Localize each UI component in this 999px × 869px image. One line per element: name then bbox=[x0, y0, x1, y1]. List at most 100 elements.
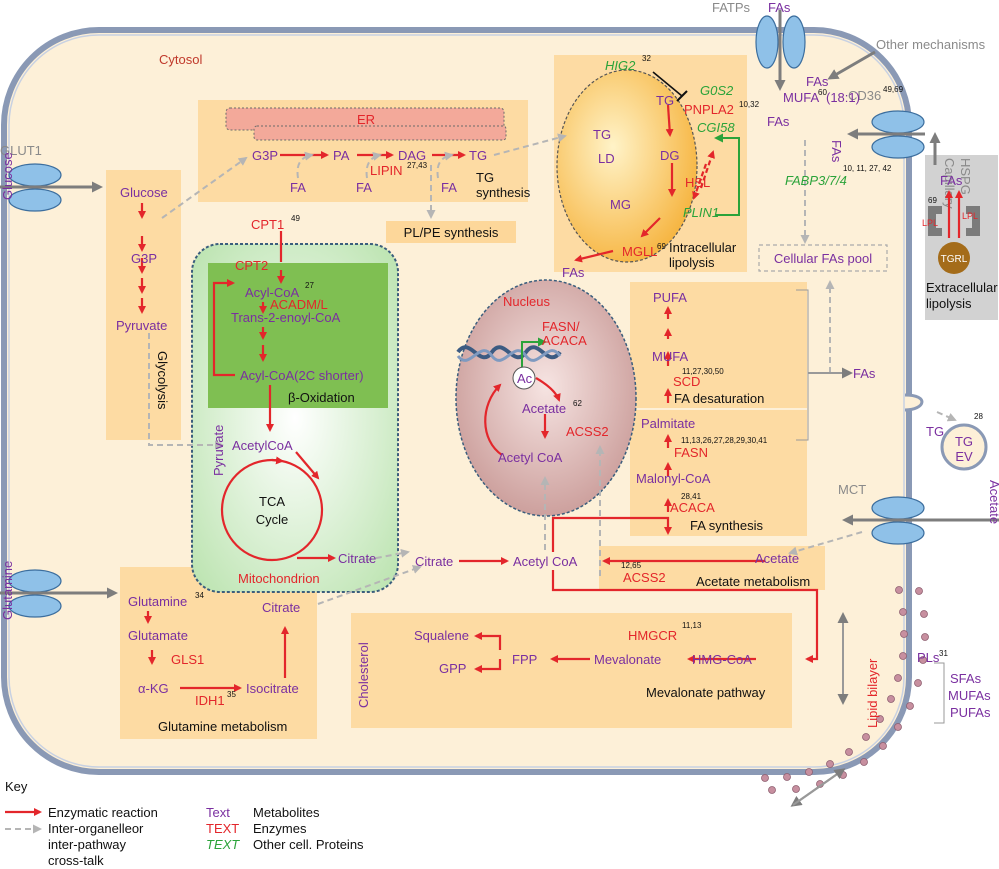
membrane-sfas: SFAs bbox=[950, 671, 982, 686]
tg-g3p: G3P bbox=[252, 148, 278, 163]
acss2-enzyme: ACSS2 bbox=[623, 570, 666, 585]
mito-citrate: Citrate bbox=[338, 551, 376, 566]
mevalonate-box bbox=[351, 613, 792, 728]
fa-palmitate: Palmitate bbox=[641, 416, 695, 431]
acaca-ref: 28,41 bbox=[681, 492, 702, 501]
er-upper bbox=[225, 107, 505, 131]
desaturation-box bbox=[630, 282, 807, 408]
cd36-label: CD36 bbox=[848, 88, 881, 103]
glutamate-metabolite: Glutamate bbox=[128, 628, 188, 643]
lipin-ref: 27,43 bbox=[407, 161, 428, 170]
ev-tg-source: TG bbox=[926, 424, 944, 439]
hig2-ref: 32 bbox=[642, 54, 651, 63]
fa-pufa: PUFA bbox=[653, 290, 687, 305]
ext-glutamine: Glutamine bbox=[0, 561, 15, 620]
capillary-box bbox=[925, 155, 998, 320]
mevalonate-label: Mevalonate pathway bbox=[646, 685, 766, 700]
glycolysis-label: Glycolysis bbox=[155, 351, 170, 410]
central-acetyl-coa: Acetyl CoA bbox=[513, 554, 578, 569]
pl-pe-label: PL/PE synthesis bbox=[404, 225, 499, 240]
membrane-pls-ref: 31 bbox=[939, 649, 948, 658]
fa-malonyl: Malonyl-CoA bbox=[636, 471, 711, 486]
uptake-fas-3: FAs bbox=[829, 140, 844, 163]
lipin-enzyme: LIPIN bbox=[370, 163, 403, 178]
extra-label-1: Extracellular bbox=[926, 280, 998, 295]
fa-mufa: MUFA bbox=[652, 349, 688, 364]
tg-dag: DAG bbox=[398, 148, 426, 163]
cgi58-protein: CGI58 bbox=[697, 120, 735, 135]
glycolysis-glucose: Glucose bbox=[120, 185, 168, 200]
key-cross-1: Inter-organelleor bbox=[48, 821, 144, 836]
cpt1-ref: 49 bbox=[291, 214, 300, 223]
glutamine-metabolite: Glutamine bbox=[128, 594, 187, 609]
mct-transporter bbox=[871, 496, 925, 545]
central-citrate: Citrate bbox=[415, 554, 453, 569]
nucleus-acetate-ref: 62 bbox=[573, 399, 582, 408]
mev-cholesterol: Cholesterol bbox=[356, 642, 371, 708]
extracellular-vesicle bbox=[940, 423, 988, 471]
key-sample-protein: TEXT bbox=[206, 837, 240, 852]
scd-ref: 11,27,30,50 bbox=[682, 367, 724, 376]
mev-fpp: FPP bbox=[512, 652, 537, 667]
uptake-fas-1: FAs bbox=[806, 74, 829, 89]
tg-synth-label-2: synthesis bbox=[476, 185, 531, 200]
uptake-mufa-tail: (18:1) bbox=[826, 90, 860, 105]
hmgcr-ref: 11,13 bbox=[682, 621, 702, 630]
fa-synthesis-label: FA synthesis bbox=[690, 518, 763, 533]
beta-oxidation-box bbox=[208, 263, 388, 408]
key-cross-2: inter-pathway bbox=[48, 837, 127, 852]
beta-acyl-coa: Acyl-CoA bbox=[245, 285, 300, 300]
extra-fas: FAs bbox=[940, 173, 963, 188]
beta-acyl-short: Acyl-CoA(2C shorter) bbox=[240, 368, 364, 383]
glutamine-metabolism-label: Glutamine metabolism bbox=[158, 719, 287, 734]
glycolysis-g3p: G3P bbox=[131, 251, 157, 266]
cellular-fa-pool: Cellular FAs pool bbox=[774, 251, 872, 266]
acadm-enzyme: ACADM/L bbox=[270, 297, 328, 312]
tg-fa-3: FA bbox=[441, 180, 457, 195]
nucleus-fasn: FASN/ bbox=[542, 319, 580, 334]
fa-synthesis-box bbox=[630, 410, 807, 536]
hig2-protein: HIG2 bbox=[605, 58, 636, 73]
mev-mevalonate: Mevalonate bbox=[594, 652, 661, 667]
isocitrate-metabolite: Isocitrate bbox=[246, 681, 299, 696]
beta-trans: Trans-2-enoyl-CoA bbox=[231, 310, 341, 325]
tgrl-label: TGRL bbox=[941, 254, 968, 265]
fasn-ref: 11,13,26,27,28,29,30,41 bbox=[681, 436, 768, 445]
cellular-fa-pool-box bbox=[758, 244, 888, 272]
key-enzymes: Enzymes bbox=[253, 821, 307, 836]
lpl-ref: 69 bbox=[928, 196, 937, 205]
scd-enzyme: SCD bbox=[673, 374, 700, 389]
ext-fas: FAs bbox=[768, 0, 791, 15]
ev-tg: TG bbox=[955, 434, 973, 449]
hspg-label: HSPG bbox=[958, 158, 973, 195]
nucleus-ac: Ac bbox=[517, 371, 533, 386]
lpl-right-label: LPL bbox=[962, 211, 978, 221]
nucleus-acetyl-coa: Acetyl CoA bbox=[498, 450, 563, 465]
ld-tg-inner: TG bbox=[593, 127, 611, 142]
uptake-mufa-ref: 60 bbox=[818, 88, 827, 97]
mitochondrion-label: Mitochondrion bbox=[238, 571, 320, 586]
key-title: Key bbox=[5, 779, 28, 794]
other-mechanisms-label: Other mechanisms bbox=[876, 37, 986, 52]
ev-ref: 28 bbox=[974, 412, 983, 421]
uptake-mufa: MUFA bbox=[783, 90, 819, 105]
ev-label: EV bbox=[955, 449, 973, 464]
cytosol-label: Cytosol bbox=[159, 52, 202, 67]
lpl-right bbox=[966, 206, 980, 236]
tg-fa-1: FA bbox=[290, 180, 306, 195]
cpt1-enzyme: CPT1 bbox=[251, 217, 284, 232]
lpl-left bbox=[928, 206, 942, 236]
ld-mg: MG bbox=[610, 197, 631, 212]
key-other-proteins: Other cell. Proteins bbox=[253, 837, 364, 852]
acetyl-group bbox=[512, 366, 536, 390]
mgll-ref: 69 bbox=[657, 242, 666, 251]
tgrl-particle bbox=[938, 242, 970, 274]
plin1-protein: PLIN1 bbox=[683, 205, 719, 220]
lipid-bilayer-label: Lipid bilayer bbox=[865, 658, 880, 728]
desaturation-label: FA desaturation bbox=[674, 391, 764, 406]
fabp-protein: FABP3/7/4 bbox=[785, 173, 847, 188]
akg-metabolite: α-KG bbox=[138, 681, 169, 696]
uptake-fas-2: FAs bbox=[767, 114, 790, 129]
extra-label-2: lipolysis bbox=[926, 296, 972, 311]
pnpla2-ref: 10,32 bbox=[739, 100, 760, 109]
